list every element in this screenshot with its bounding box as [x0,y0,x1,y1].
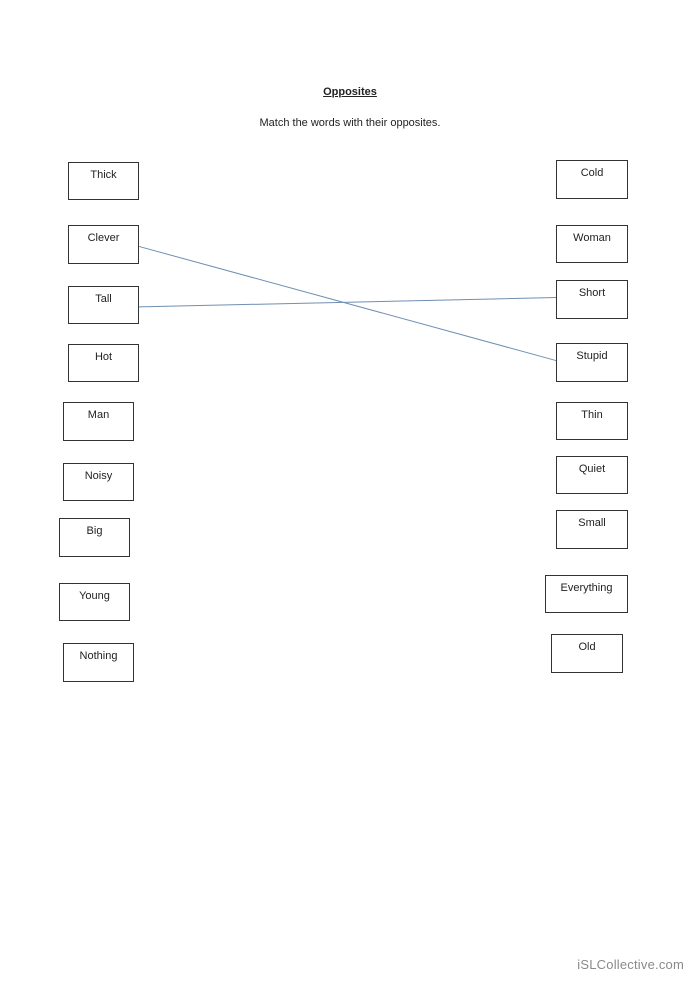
left-word-box[interactable]: Young [59,583,130,621]
right-word-box[interactable]: Small [556,510,628,549]
left-word-box[interactable]: Thick [68,162,139,200]
left-word-box[interactable]: Noisy [63,463,134,501]
left-word-box[interactable]: Tall [68,286,139,324]
right-word-box[interactable]: Quiet [556,456,628,494]
right-word-box[interactable]: Old [551,634,623,673]
left-word-box[interactable]: Man [63,402,134,441]
match-line-clever-stupid [138,245,557,362]
worksheet-title: Opposites [323,86,377,98]
right-word-box[interactable]: Short [556,280,628,319]
left-word-box[interactable]: Clever [68,225,139,264]
left-word-box[interactable]: Hot [68,344,139,382]
right-word-box[interactable]: Woman [556,225,628,263]
watermark: iSLCollective.com [577,957,684,972]
left-word-box[interactable]: Big [59,518,130,557]
worksheet-instruction: Match the words with their opposites. [259,117,441,129]
right-word-box[interactable]: Thin [556,402,628,440]
right-word-box[interactable]: Cold [556,160,628,199]
match-line-tall-short [138,297,557,308]
right-word-box[interactable]: Everything [545,575,628,613]
left-word-box[interactable]: Nothing [63,643,134,682]
right-word-box[interactable]: Stupid [556,343,628,382]
